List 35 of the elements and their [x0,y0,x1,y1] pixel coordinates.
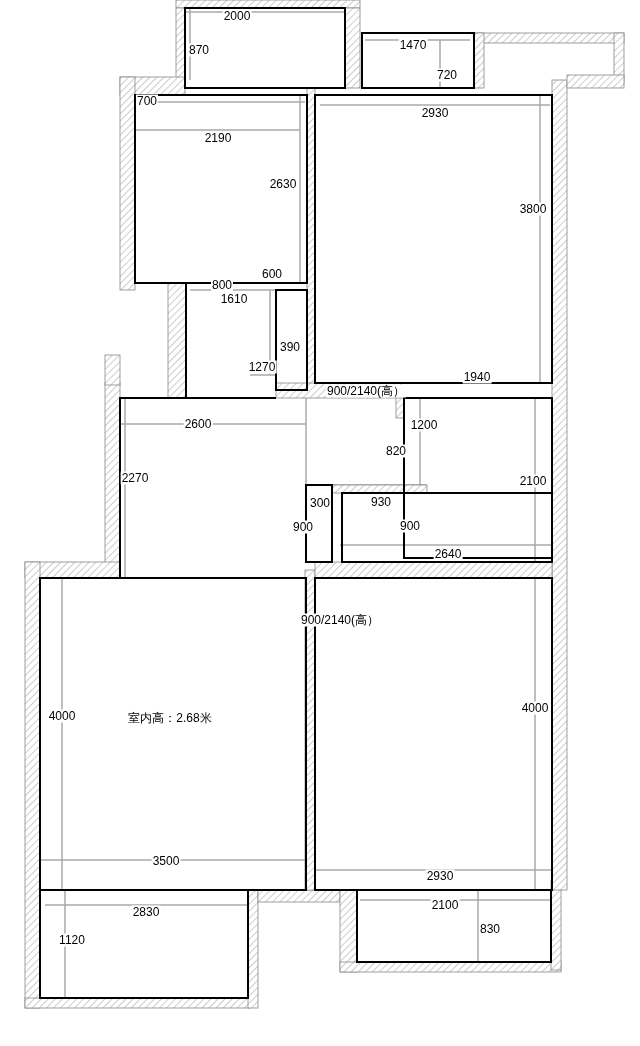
dimension-label: 3500 [151,854,181,868]
dimension-label: 2630 [268,177,298,191]
dimension-label: 2190 [203,131,233,145]
dimension-label: 700 [136,94,158,108]
dimension-label: 2640 [433,547,463,561]
dimension-label: 1200 [409,418,439,432]
dimension-label: 室内高：2.68米 [127,711,213,725]
dimension-label: 930 [370,495,392,509]
dimension-label: 2000 [222,9,252,23]
dimension-label: 2930 [420,106,450,120]
dimension-label: 1940 [462,370,492,384]
dimension-label: 4000 [520,701,550,715]
dimension-label: 600 [261,267,283,281]
dimension-label: 1270 [247,360,277,374]
dimension-label: 720 [436,68,458,82]
dimension-label: 2100 [430,898,460,912]
dimension-label: 1610 [219,292,249,306]
dimension-label: 820 [385,444,407,458]
dimension-label: 900 [292,520,314,534]
dimension-label: 1120 [58,933,86,947]
dimension-label: 4000 [47,709,77,723]
dimension-label: 2100 [518,474,548,488]
dimension-label: 830 [479,922,501,936]
dimension-label: 2830 [131,905,161,919]
dimension-label: 870 [188,43,210,57]
dimension-label: 2270 [120,471,150,485]
dimension-label: 2930 [425,869,455,883]
dimension-label: 1470 [398,38,428,52]
dimension-label: 390 [279,340,301,354]
dimension-label: 2600 [183,417,213,431]
dimension-label: 3800 [518,202,548,216]
dimension-label: 900 [399,519,421,533]
dimension-label: 300 [309,496,331,510]
dimension-label: 800 [211,278,233,292]
dimension-label: 900/2140(高） [326,384,406,398]
